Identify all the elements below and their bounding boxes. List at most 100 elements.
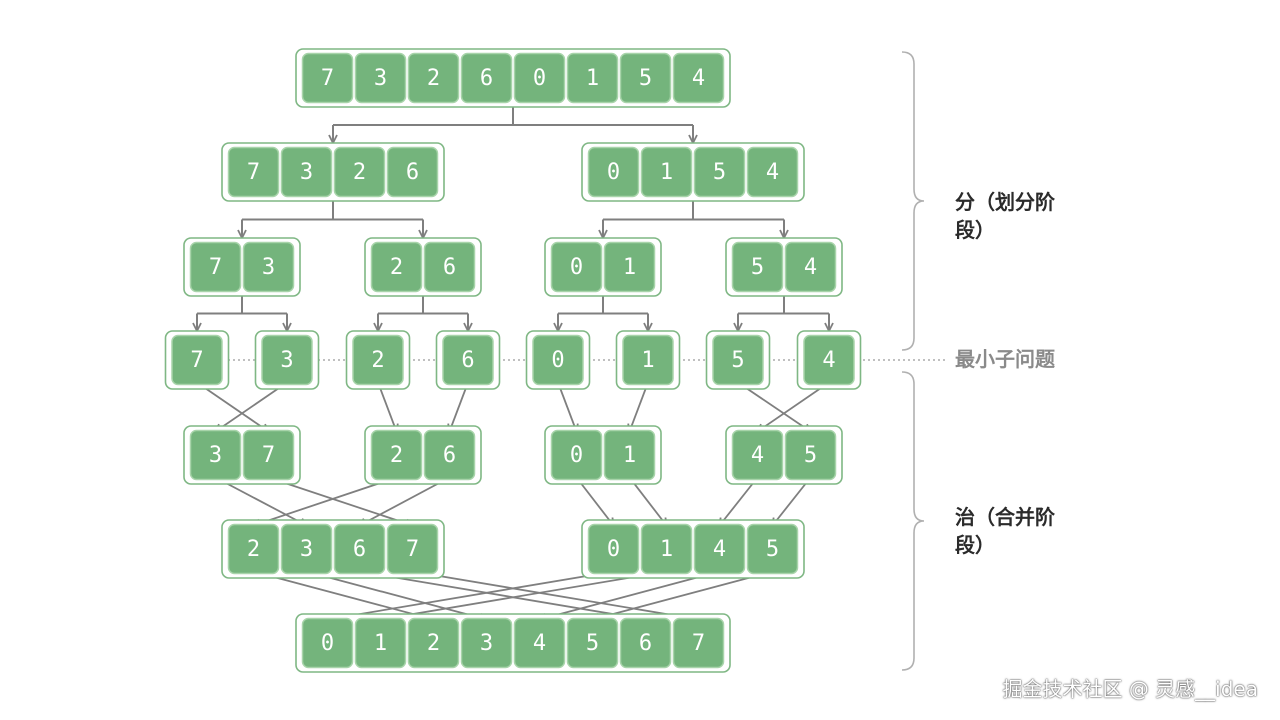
array-cell (442, 334, 494, 386)
merge-arrow (557, 382, 577, 432)
merge-arrow (360, 476, 450, 526)
array-cell (550, 429, 603, 481)
cell-value: 2 (247, 537, 260, 562)
base-level-group: 1 (615, 330, 681, 390)
connector-layer (197, 107, 829, 620)
conquer-phase-brace (901, 371, 925, 671)
array-cell (227, 523, 280, 575)
array-cell (619, 52, 672, 104)
merge-arrow (359, 570, 646, 620)
array-cell (301, 617, 354, 669)
cell-value: 5 (731, 348, 744, 373)
cell-value: 1 (641, 348, 654, 373)
cell-value: 2 (390, 255, 403, 280)
cell-value: 2 (371, 348, 384, 373)
array-cell (619, 617, 672, 669)
array-cell (407, 617, 460, 669)
array-cell (672, 52, 725, 104)
merge-arrow (306, 570, 487, 620)
merge-arrow (377, 382, 397, 432)
merge-arrow (253, 570, 434, 620)
merge-arrow (215, 476, 307, 526)
cell-value: 5 (586, 631, 599, 656)
cell-value: 5 (639, 66, 652, 91)
base-level-group: 7 (164, 330, 230, 390)
array-cell (603, 429, 656, 481)
divide-phase-label-line1: 分（划分阶 (955, 190, 1055, 214)
array-cell (333, 146, 386, 198)
cell-value: 1 (660, 537, 673, 562)
merge-arrow (381, 570, 667, 620)
merge-arrow (268, 476, 413, 526)
cell-value: 5 (766, 537, 779, 562)
merge-level-2-group: 0 1 4 5 (581, 519, 805, 579)
array-cell (370, 429, 423, 481)
array-cell (513, 617, 566, 669)
array-cell (301, 52, 354, 104)
array-cell (693, 146, 746, 198)
divide-phase-brace (901, 51, 925, 351)
cell-value: 3 (280, 348, 293, 373)
merge-arrow (720, 476, 759, 526)
array-cell (261, 334, 313, 386)
array-cell (171, 334, 223, 386)
array-cell (407, 52, 460, 104)
cell-value: 3 (374, 66, 387, 91)
array-cell (550, 241, 603, 293)
cell-value: 2 (390, 443, 403, 468)
base-level-group: 0 (525, 330, 591, 390)
cell-value: 4 (713, 537, 726, 562)
cell-value: 2 (427, 66, 440, 91)
array-cell (532, 334, 584, 386)
merge-arrow (630, 382, 649, 432)
cell-value: 7 (262, 443, 275, 468)
cell-value: 6 (443, 443, 456, 468)
cell-value: 2 (427, 631, 440, 656)
array-cell (386, 146, 439, 198)
base-level-group: 5 (705, 330, 771, 390)
cell-value: 3 (262, 255, 275, 280)
watermark: 掘金技术社区 @ 灵感__idea (1002, 677, 1258, 701)
cell-value: 1 (623, 255, 636, 280)
merge-arrow (450, 382, 469, 432)
merge-arrow (773, 476, 812, 526)
cell-value: 6 (443, 255, 456, 280)
cell-value: 7 (321, 66, 334, 91)
cell-value: 4 (533, 631, 546, 656)
cell-value: 0 (607, 537, 620, 562)
cell-value: 2 (353, 160, 366, 185)
merge-arrow (737, 381, 811, 432)
array-cell (460, 617, 513, 669)
merge-arrow (758, 381, 830, 432)
merge-arrow (412, 570, 699, 620)
array-cell (566, 52, 619, 104)
array-cell (640, 146, 693, 198)
cell-value: 6 (353, 537, 366, 562)
cell-value: 3 (300, 160, 313, 185)
array-cell (242, 429, 295, 481)
array-cell (712, 334, 764, 386)
cell-value: 6 (639, 631, 652, 656)
array-cell (423, 429, 476, 481)
cell-value: 0 (321, 631, 334, 656)
array-cell (622, 334, 674, 386)
array-cell (746, 523, 799, 575)
array-cell (352, 334, 404, 386)
array-cell (513, 52, 566, 104)
cell-value: 0 (551, 348, 564, 373)
cell-value: 4 (692, 66, 705, 91)
cell-value: 4 (766, 160, 779, 185)
merge-arrow (216, 381, 288, 432)
cell-value: 4 (804, 255, 817, 280)
base-case-label: 最小子问题 (955, 347, 1055, 371)
